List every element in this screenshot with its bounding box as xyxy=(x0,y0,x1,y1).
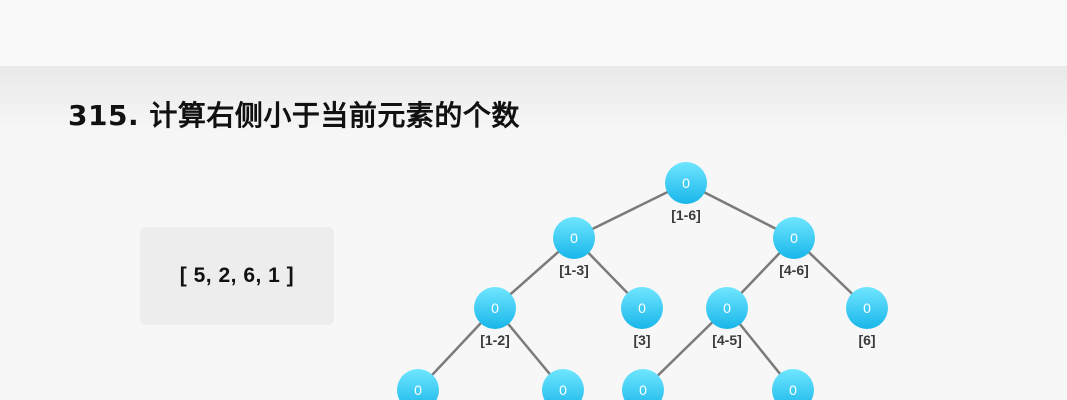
input-array-text: [ 5, 2, 6, 1 ] xyxy=(179,264,295,287)
node-value: 0 xyxy=(414,382,422,398)
node-circle xyxy=(706,287,748,329)
tree-node-n4-6: 0 [4-6] xyxy=(773,217,815,278)
node-circle xyxy=(846,287,888,329)
node-range-label: [1-2] xyxy=(480,332,510,348)
tree-node-n5: 0 xyxy=(772,369,814,400)
node-value: 0 xyxy=(638,300,646,316)
node-value: 0 xyxy=(682,175,690,191)
tree-node-n1-2: 0 [1-2] xyxy=(474,287,516,348)
node-range-label: [6] xyxy=(858,332,875,348)
node-range-label: [4-5] xyxy=(712,332,742,348)
node-value: 0 xyxy=(559,382,567,398)
tree-node-n1-6: 0 [1-6] xyxy=(665,162,707,223)
tree-node-n1-3: 0 [1-3] xyxy=(553,217,595,278)
tree-node-n3: 0 [3] xyxy=(621,287,663,348)
tree-node-n4-5: 0 [4-5] xyxy=(706,287,748,348)
tree-node-n6: 0 [6] xyxy=(846,287,888,348)
tree-node-n1: 0 xyxy=(397,369,439,400)
title-band xyxy=(0,66,1067,136)
node-circle xyxy=(622,369,664,400)
node-range-label: [1-3] xyxy=(559,262,589,278)
input-array-box: [ 5, 2, 6, 1 ] xyxy=(140,227,334,325)
node-value: 0 xyxy=(491,300,499,316)
node-circle xyxy=(542,369,584,400)
page-title: 315. 计算右侧小于当前元素的个数 xyxy=(68,99,520,132)
top-background xyxy=(0,0,1067,66)
tree-node-n4: 0 xyxy=(622,369,664,400)
tree-node-n2: 0 xyxy=(542,369,584,400)
node-value: 0 xyxy=(723,300,731,316)
node-circle xyxy=(772,369,814,400)
node-value: 0 xyxy=(639,382,647,398)
node-circle xyxy=(665,162,707,204)
node-circle xyxy=(553,217,595,259)
node-value: 0 xyxy=(789,382,797,398)
node-range-label: [1-6] xyxy=(671,207,701,223)
node-value: 0 xyxy=(863,300,871,316)
node-circle xyxy=(621,287,663,329)
node-value: 0 xyxy=(570,230,578,246)
tree-edges xyxy=(417,181,868,391)
node-circle xyxy=(397,369,439,400)
node-range-label: [4-6] xyxy=(779,262,809,278)
node-range-label: [3] xyxy=(633,332,650,348)
node-circle xyxy=(773,217,815,259)
node-circle xyxy=(474,287,516,329)
node-value: 0 xyxy=(790,230,798,246)
